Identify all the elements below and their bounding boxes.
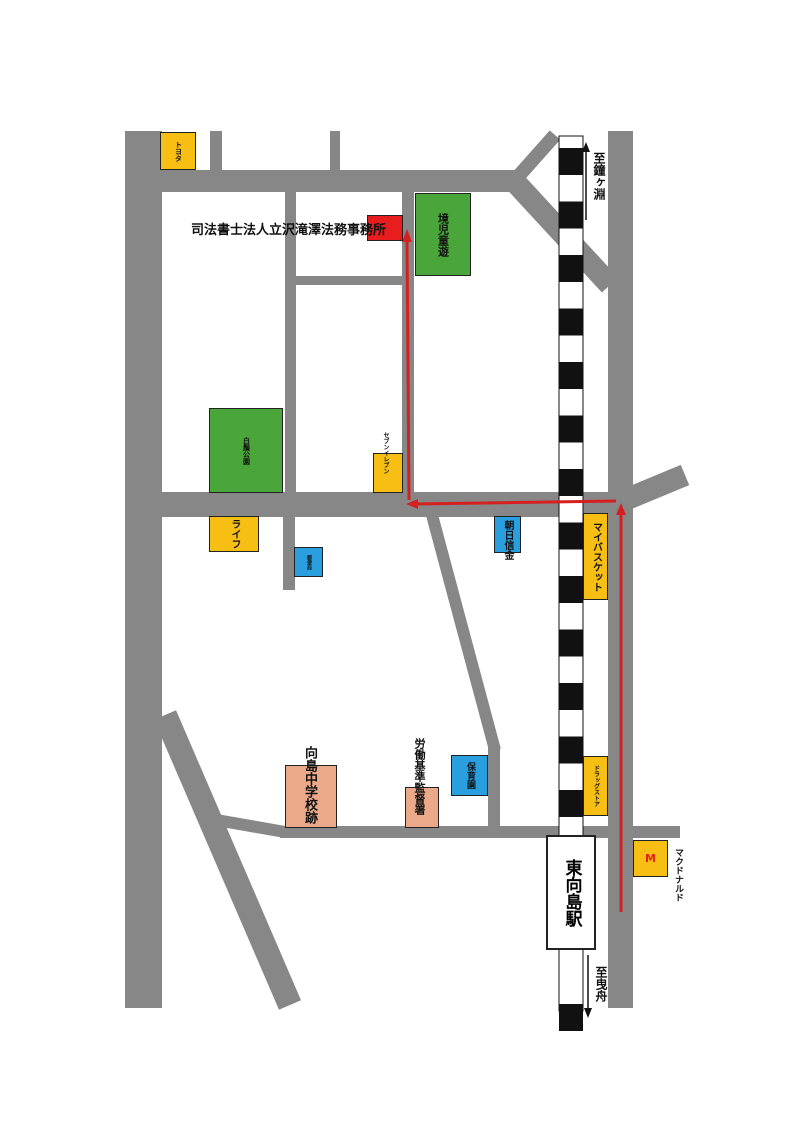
seven-eleven-label: セブンイレブン — [382, 432, 389, 474]
jidou-yuuen-label: 境児童遊 — [436, 212, 450, 257]
road-north-stub-1 — [210, 131, 222, 171]
mcdonalds-label: マクドナルド — [673, 848, 683, 902]
railway-stripe — [559, 576, 583, 603]
railway-stripe — [559, 1004, 583, 1031]
life-building: ライフ — [209, 516, 259, 552]
route-line — [402, 229, 626, 912]
road-diagonal-school — [203, 812, 287, 838]
road-inner-vertical-upper — [285, 192, 296, 492]
roudou-kijun-building — [405, 787, 439, 828]
my-basket-building: マイバスケット — [583, 513, 608, 600]
post-office-label: 郵便局 — [306, 554, 312, 570]
railway-stripe — [559, 255, 583, 282]
railway-stripe — [559, 201, 583, 229]
route-path-west — [414, 499, 617, 506]
road-inner-vertical-lower — [283, 515, 295, 590]
asahi-shinkin-building — [494, 516, 521, 553]
road-north-horizontal — [125, 170, 525, 192]
hakuhige-park: 白鬚公園 — [209, 408, 283, 493]
toyota-building: トヨタ — [160, 132, 196, 170]
life-label: ライフ — [229, 519, 240, 549]
route-path-north — [405, 239, 411, 501]
railway-stripe — [559, 790, 583, 817]
jidou-yuuen-park: 境児童遊 — [415, 193, 471, 276]
direction-arrows — [582, 142, 592, 1018]
route-arrow-west — [406, 499, 418, 509]
office-building[interactable] — [367, 215, 403, 241]
route-arrow-north — [402, 229, 412, 242]
drugstore-label: ドラッグストア — [592, 765, 600, 807]
mukoujima-school-label: 向島中学校跡 — [302, 746, 317, 824]
road-main-horizontal — [125, 492, 630, 517]
my-basket-label: マイバスケット — [590, 521, 602, 592]
railway-stripe — [559, 629, 583, 657]
railway-stripe — [559, 469, 583, 496]
mukoujima-school-building — [285, 765, 337, 828]
mcdonalds-logo: M — [645, 852, 656, 865]
road-north-stub-2 — [330, 131, 340, 171]
railway-stripe — [559, 415, 583, 443]
toyota-label: トヨタ — [174, 140, 183, 162]
route-arrow-east — [616, 503, 626, 515]
south-arrow-head — [584, 1008, 592, 1018]
railway-stripe — [559, 683, 583, 710]
railway-stripe — [559, 148, 583, 175]
road-diagonal-east — [615, 464, 690, 513]
railway-stripes — [559, 148, 583, 1031]
railway-stripe — [559, 308, 583, 336]
post-office-building: 郵便局 — [294, 547, 323, 577]
asahi-shinkin-label: 朝日信金 — [502, 520, 513, 560]
hakuhige-park-label: 白鬚公園 — [242, 436, 251, 465]
mcdonalds-building: M — [633, 840, 668, 877]
station-label: 東向島駅 — [561, 858, 582, 927]
higashi-mukoujima-station[interactable]: 東向島駅 — [546, 835, 596, 950]
north-direction-label: 至鐘ヶ淵 — [592, 152, 606, 200]
road-inner-horizontal — [296, 276, 408, 285]
office-label: 司法書士法人立沢滝澤法務事務所 — [191, 223, 387, 238]
road-diagonal-middle — [426, 513, 501, 752]
hoikuen-label: 保育園 — [465, 762, 475, 789]
hoikuen-building: 保育園 — [451, 755, 488, 796]
road-hoikuen-vertical — [488, 745, 500, 830]
drugstore-building: ドラッグストア — [583, 756, 608, 816]
railway-stripe — [559, 362, 583, 389]
railway-stripe — [559, 736, 583, 764]
roudou-kijun-label: 労働基準監督署 — [413, 738, 426, 815]
south-direction-label: 至曳舟 — [594, 966, 608, 1002]
seven-eleven-building — [373, 453, 403, 493]
north-arrow-head — [582, 142, 590, 152]
road-diagonal-ne — [509, 130, 561, 185]
road-west-vertical — [125, 131, 162, 1008]
road-diagonal-southwest — [153, 710, 302, 1010]
railway-stripe — [559, 522, 583, 550]
